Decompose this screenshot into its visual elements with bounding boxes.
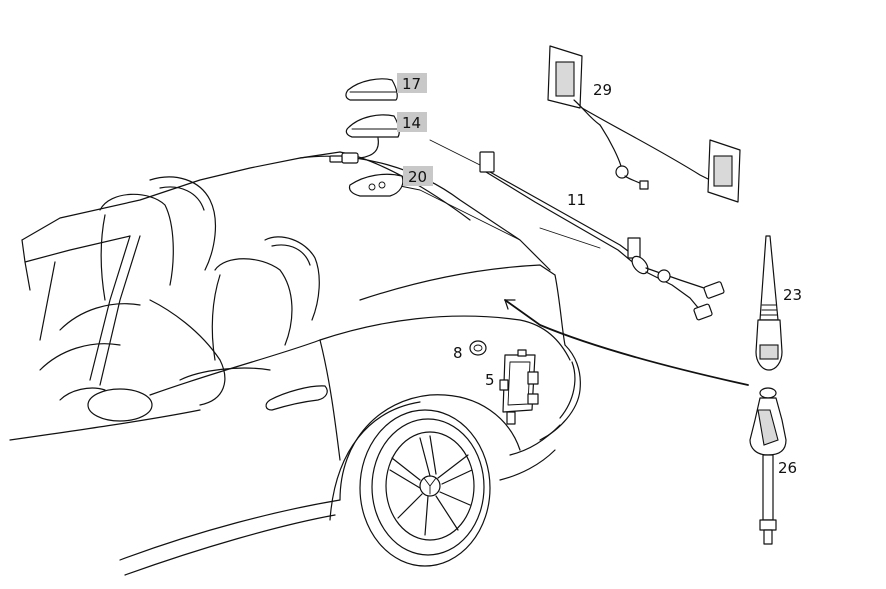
callout-17-label: 17 xyxy=(402,75,421,93)
part-29-amplifier xyxy=(547,45,741,203)
part-8-grommet xyxy=(469,340,487,356)
part-14-housing xyxy=(329,114,400,164)
callout-20: 20 xyxy=(403,166,433,186)
callout-23: 23 xyxy=(783,286,802,304)
part-26-antenna-base xyxy=(749,387,787,545)
part-17-cover xyxy=(345,78,398,101)
rear-wheel xyxy=(359,409,491,567)
car-body xyxy=(9,151,581,576)
leader-lines xyxy=(394,139,749,386)
part-23-antenna-mast xyxy=(755,235,783,371)
seats xyxy=(39,176,320,422)
callout-20-label: 20 xyxy=(408,168,427,186)
part-11-cable xyxy=(479,151,725,321)
callout-8: 8 xyxy=(453,344,463,362)
part-20-gasket xyxy=(348,173,404,197)
part-5-bracket xyxy=(499,349,539,425)
callout-5: 5 xyxy=(485,371,495,389)
callout-17: 17 xyxy=(397,73,427,93)
callout-14: 14 xyxy=(397,112,427,132)
callout-29: 29 xyxy=(593,81,612,99)
callout-26: 26 xyxy=(778,459,797,477)
callout-11: 11 xyxy=(567,191,586,209)
callout-14-label: 14 xyxy=(402,114,421,132)
